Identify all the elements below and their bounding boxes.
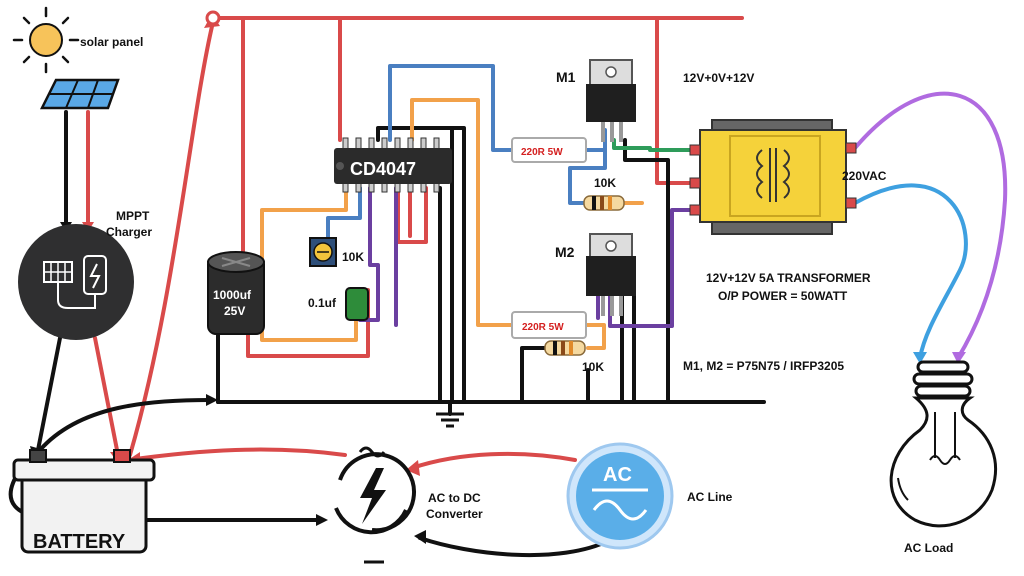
- red-wire-battery-to-rail: [128, 20, 215, 457]
- mppt-label-line1: MPPT: [116, 209, 150, 223]
- ac-dc-converter-icon: [334, 446, 416, 564]
- ac-line-label: AC Line: [687, 490, 733, 504]
- red-wire-mppt-to-battery: [93, 336, 120, 457]
- black-wire-acline-to-converter: [418, 536, 612, 557]
- arrow-acline-red: [406, 460, 420, 476]
- orange-wire-ic-to-r2: [410, 98, 516, 327]
- arrow-rail-black: [206, 394, 218, 406]
- sun-icon: [12, 6, 80, 74]
- orange-wire-r2-to-m2: [582, 323, 606, 350]
- ceramic-capacitor: [345, 287, 369, 321]
- purple-wire-ic-to-cap: [358, 186, 380, 322]
- resistor-220r-bottom: [511, 311, 587, 339]
- ic-cd4047: [334, 137, 452, 193]
- resistor-10k-top-label: 10K: [594, 176, 616, 190]
- resistor-10k-bottom: [544, 340, 586, 356]
- mosfet-m1: [586, 59, 636, 142]
- mppt-label-line2: Charger: [106, 225, 152, 239]
- rail-terminal: [205, 10, 221, 26]
- ac-load-label: AC Load: [904, 541, 953, 555]
- mosfet-m2: [586, 233, 636, 316]
- bulb-icon: [889, 360, 997, 528]
- transformer-spec-line2: O/P POWER = 50WATT: [718, 289, 848, 303]
- ac-dc-label-line2: Converter: [426, 507, 483, 521]
- battery-label: BATTERY: [33, 531, 126, 553]
- green-wire-m1-to-transformer: [612, 138, 700, 152]
- resistor2-label: 220R 5W: [522, 322, 564, 333]
- solar-panel-icon: [39, 78, 120, 110]
- ac-line-icon: [566, 442, 674, 550]
- blue-wire-pot: [326, 186, 362, 242]
- red-wire-converter-to-battery: [126, 447, 347, 462]
- output-vac-label: 220VAC: [842, 169, 887, 183]
- pot-label: 10K: [342, 250, 364, 264]
- black-wire-mppt-to-battery: [36, 336, 62, 452]
- arrow-bulb-violet: [952, 352, 966, 364]
- black-resistor-ground: [520, 346, 547, 404]
- capacitor-label-line2: 25V: [224, 304, 245, 318]
- mosfet-note: M1, M2 = P75N75 / IRFP3205: [683, 359, 844, 373]
- mppt-charger-icon: [18, 224, 134, 340]
- capacitor-label-line1: 1000uf: [213, 288, 252, 302]
- ic-label: CD4047: [350, 159, 416, 179]
- transformer: [689, 119, 857, 235]
- black-ic-top-bus: [376, 126, 466, 404]
- arrow-acline-black: [414, 530, 426, 544]
- red-wire-to-transformer: [655, 16, 700, 185]
- transformer-taps-label: 12V+0V+12V: [683, 71, 754, 85]
- m1-label: M1: [556, 69, 576, 85]
- red-wire-acline-to-converter: [410, 451, 577, 470]
- red-wire-cap-loop: [246, 288, 370, 358]
- blue-wire-10k-top: [568, 148, 607, 205]
- resistor-10k-top: [583, 195, 625, 211]
- potentiometer: [309, 237, 337, 267]
- transformer-spec-line1: 12V+12V 5A TRANSFORMER: [706, 271, 871, 285]
- cap-small-label: 0.1uf: [308, 296, 337, 310]
- m2-label: M2: [555, 244, 575, 260]
- battery-icon: [12, 449, 156, 554]
- resistor-220r-top: [511, 137, 587, 163]
- electrolytic-capacitor: [207, 251, 265, 335]
- resistor1-label: 220R 5W: [521, 147, 563, 158]
- arrow-converter-black: [316, 514, 328, 526]
- black-wire-battery-to-rail: [38, 398, 212, 452]
- violet-wire-output-to-bulb: [853, 91, 1008, 360]
- blue-wire-output-to-bulb: [853, 183, 968, 360]
- ac-badge-text: AC: [603, 464, 632, 486]
- solar-panel-label: solar panel: [80, 35, 143, 49]
- ground-symbol: [436, 412, 464, 428]
- blue-wire-ic-to-r1: [388, 64, 516, 152]
- wires: [8, 16, 1008, 557]
- resistor-10k-bottom-label: 10K: [582, 360, 604, 374]
- arrow-bulb-blue: [913, 352, 927, 364]
- ac-dc-label-line1: AC to DC: [428, 491, 481, 505]
